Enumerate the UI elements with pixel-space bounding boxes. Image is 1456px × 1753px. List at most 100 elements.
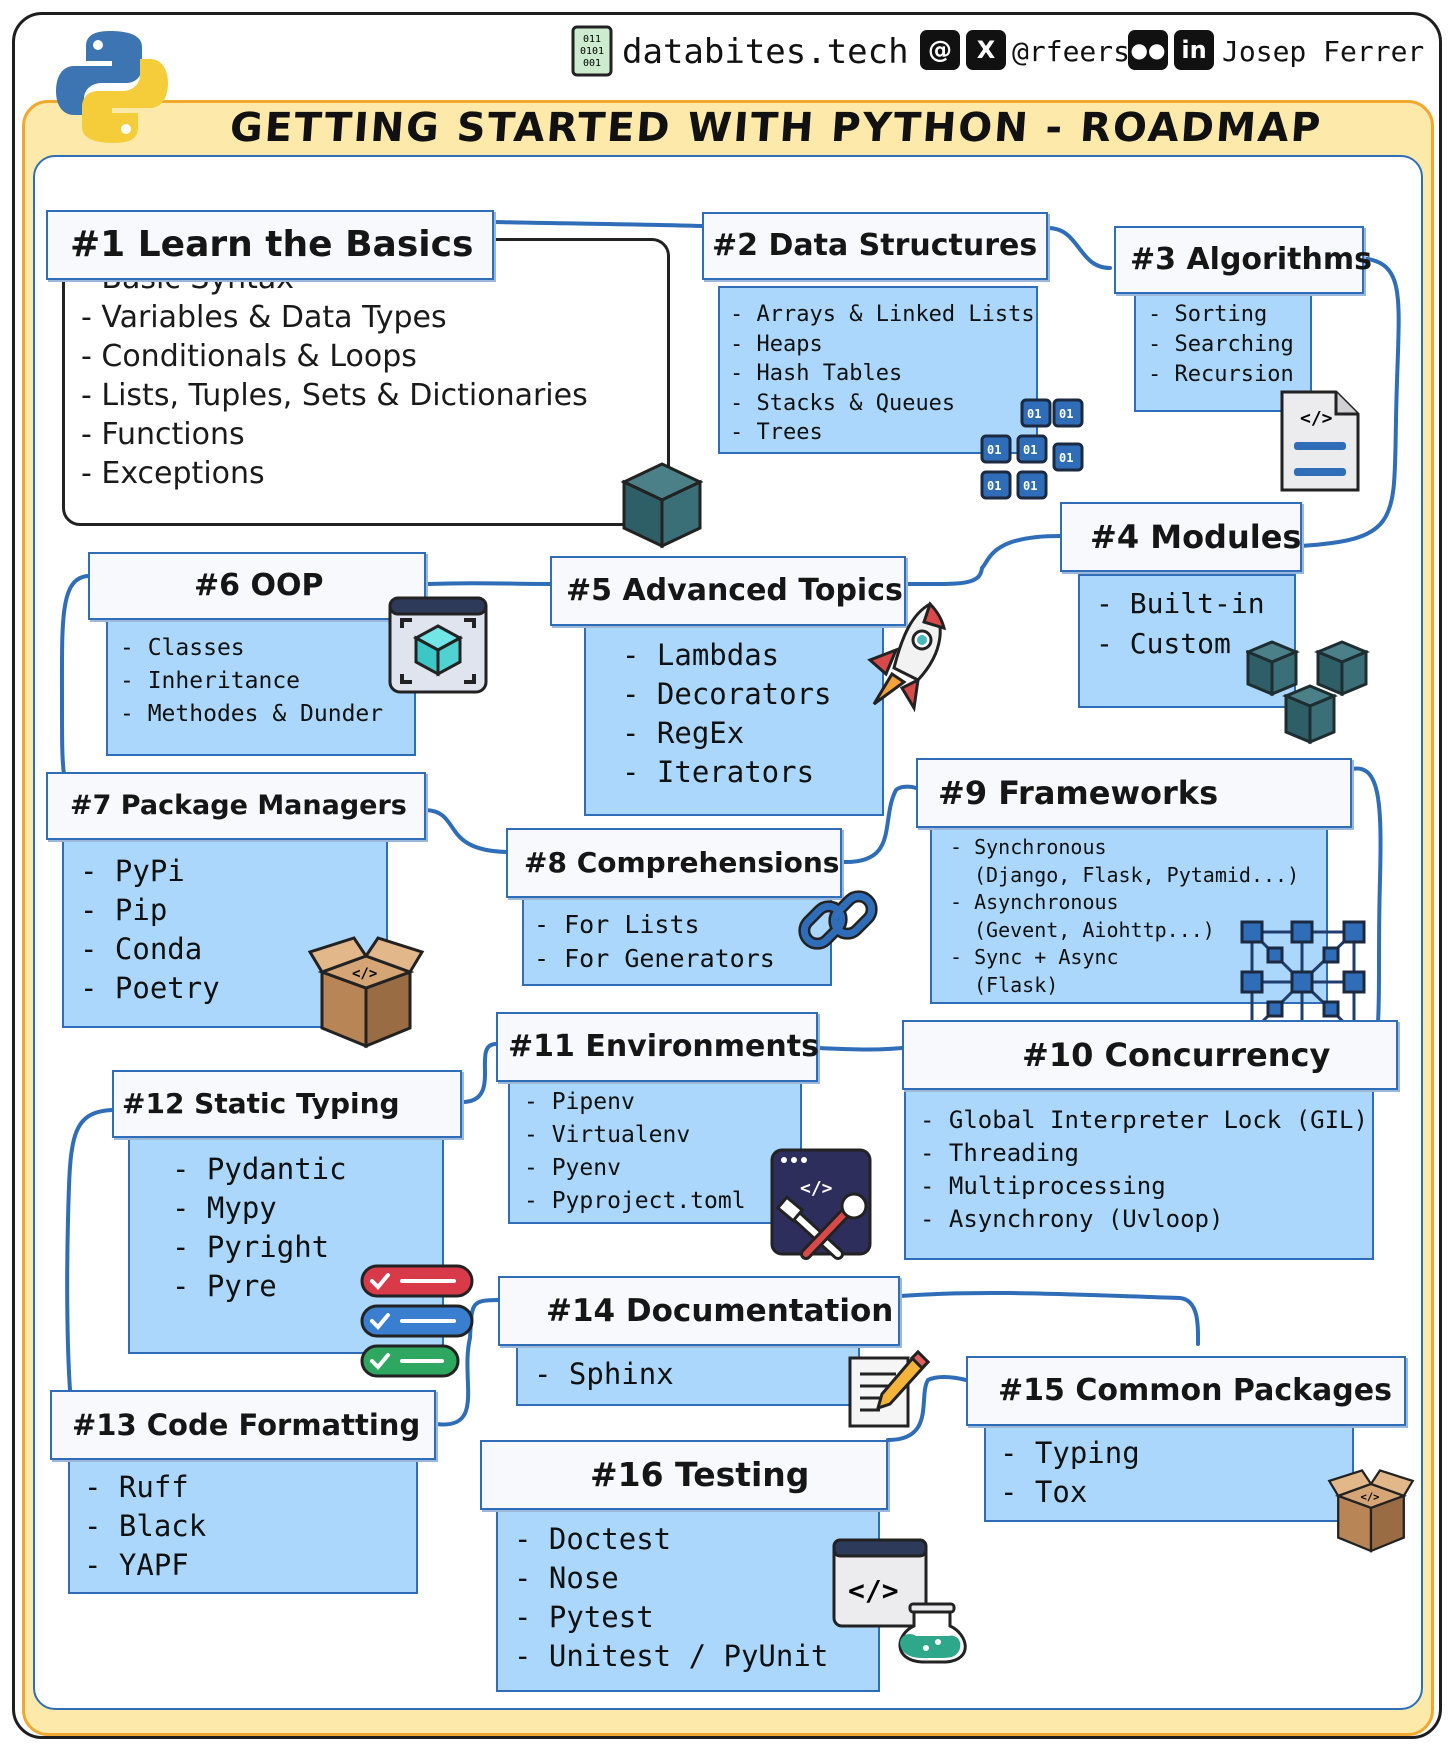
code-flask-icon: </> (832, 1538, 967, 1664)
step-15-header: #15 Common Packages (966, 1356, 1406, 1426)
python-logo-icon (56, 31, 168, 143)
svg-text:</>: </> (848, 1574, 899, 1607)
list-item: Variables & Data Types (81, 298, 667, 337)
svg-text:01: 01 (1059, 407, 1073, 421)
chain-link-icon (798, 890, 878, 950)
svg-text:</>: </> (352, 966, 377, 982)
step-11-header: #11 Environments (496, 1012, 819, 1082)
step-9-header: #9 Frameworks (916, 758, 1352, 828)
step-10-header: #10 Concurrency (902, 1020, 1398, 1090)
list-item: Unitest / PyUnit (514, 1637, 878, 1676)
list-item: Heaps (730, 330, 1036, 360)
list-item: Pyre (172, 1267, 442, 1306)
list-item: Multiprocessing (920, 1170, 1372, 1203)
list-item: Pyenv (524, 1152, 800, 1185)
list-item: RegEx (622, 714, 882, 753)
list-item: For Generators (534, 942, 830, 976)
list-item: Pyright (172, 1228, 442, 1267)
author-name: Josep Ferrer (1222, 35, 1425, 68)
list-item: Virtualenv (524, 1119, 800, 1152)
step-12-header: #12 Static Typing (112, 1070, 462, 1138)
step-11-list: Pipenv Virtualenv Pyenv Pyproject.toml (508, 1080, 802, 1224)
step-8-header: #8 Comprehensions (506, 828, 842, 898)
list-item: Functions (81, 415, 667, 454)
step-9-list: Synchronous (Django, Flask, Pytamid...) … (930, 826, 1328, 1004)
site-link[interactable]: databites.tech (622, 32, 909, 72)
bits-line-3: 001 (583, 58, 601, 69)
svg-text:</>: </> (800, 1178, 833, 1199)
list-item: Methodes & Dunder (120, 698, 414, 731)
list-item: Synchronous (950, 834, 1326, 862)
step-14-list: Sphinx (516, 1346, 860, 1406)
step-1-header: #1 Learn the Basics (46, 210, 494, 280)
cubes-icon (1246, 640, 1370, 745)
step-10-list: Global Interpreter Lock (GIL) Threading … (904, 1090, 1374, 1260)
list-item: Custom (1096, 624, 1294, 664)
step-15-list: Typing Tox (984, 1424, 1354, 1522)
list-item: Searching (1148, 330, 1310, 360)
package-icon: </> (1327, 1469, 1415, 1553)
list-item: Doctest (514, 1520, 878, 1559)
list-item-detail: (Flask) (974, 972, 1059, 997)
step-16-list: Doctest Nose Pytest Unitest / PyUnit (496, 1508, 880, 1692)
svg-text:01: 01 (1027, 407, 1041, 421)
svg-text:01: 01 (987, 443, 1001, 457)
svg-text:01: 01 (987, 479, 1001, 493)
list-item: Sync + Async (950, 944, 1326, 972)
list-item: Built-in (1096, 584, 1294, 624)
social-handle[interactable]: @rfeers (1012, 35, 1131, 68)
x-icon[interactable]: X (966, 30, 1006, 70)
step-16-header: #16 Testing (480, 1440, 888, 1510)
list-item: Classes (120, 632, 414, 665)
list-item: PyPi (80, 852, 386, 891)
list-item: Conditionals & Loops (81, 337, 667, 376)
list-item: YAPF (84, 1546, 416, 1585)
step-14-header: #14 Documentation (498, 1276, 900, 1346)
step-6-header: #6 OOP (88, 552, 426, 620)
step-5-list: Lambdas Decorators RegEx Iterators (584, 624, 884, 816)
list-item: Sphinx (534, 1348, 858, 1400)
step-13-list: Ruff Black YAPF (68, 1460, 418, 1594)
package-icon: </> (307, 936, 425, 1049)
basics-list-card: Basic Syntax Variables & Data Types Cond… (62, 238, 670, 526)
list-item: Arrays & Linked Lists (730, 300, 1036, 330)
list-item: Inheritance (120, 665, 414, 698)
threads-icon[interactable]: @ (920, 30, 960, 70)
list-item: Conda (80, 930, 386, 969)
list-item: Iterators (622, 753, 882, 792)
list-item: Recursion (1148, 360, 1310, 390)
list-item: Threading (920, 1137, 1372, 1170)
list-item: Stacks & Queues (730, 389, 1036, 419)
list-item: Asynchronous (950, 889, 1326, 917)
list-item: Asynchrony (Uvloop) (920, 1203, 1372, 1236)
list-item: Tox (1000, 1473, 1352, 1512)
bits-document-icon: 011 0101 001 (571, 25, 613, 77)
step-2-list: Arrays & Linked Lists Heaps Hash Tables … (718, 286, 1038, 454)
linkedin-icon[interactable]: in (1174, 30, 1214, 70)
list-item: Hash Tables (730, 359, 1036, 389)
medium-icon[interactable]: ●● (1128, 30, 1168, 70)
bits-line-1: 011 (583, 34, 601, 45)
list-item: Pip (80, 891, 386, 930)
cube-icon (620, 462, 704, 549)
step-2-header: #2 Data Structures (702, 212, 1048, 280)
step-4-header: #4 Modules (1060, 502, 1302, 572)
list-item: For Lists (534, 908, 830, 942)
checklist-icon (360, 1264, 474, 1378)
list-item: Lists, Tuples, Sets & Dictionaries (81, 376, 667, 415)
list-item: Ruff (84, 1468, 416, 1507)
step-7-header: #7 Package Managers (46, 772, 426, 840)
list-item: Trees (730, 418, 1036, 448)
list-item: Sorting (1148, 300, 1310, 330)
svg-text:</>: </> (1361, 1491, 1380, 1503)
code-file-icon: </> (1280, 390, 1360, 492)
list-item-detail: (Django, Flask, Pytamid...) (974, 862, 1300, 887)
cube-frame-icon (388, 596, 488, 694)
step-13-header: #13 Code Formatting (50, 1390, 436, 1460)
bits-line-2: 0101 (580, 46, 604, 57)
list-item: Exceptions (81, 454, 667, 493)
pencil-note-icon (848, 1349, 931, 1428)
list-item: Pipenv (524, 1086, 800, 1119)
list-item: Pyproject.toml (524, 1185, 800, 1218)
